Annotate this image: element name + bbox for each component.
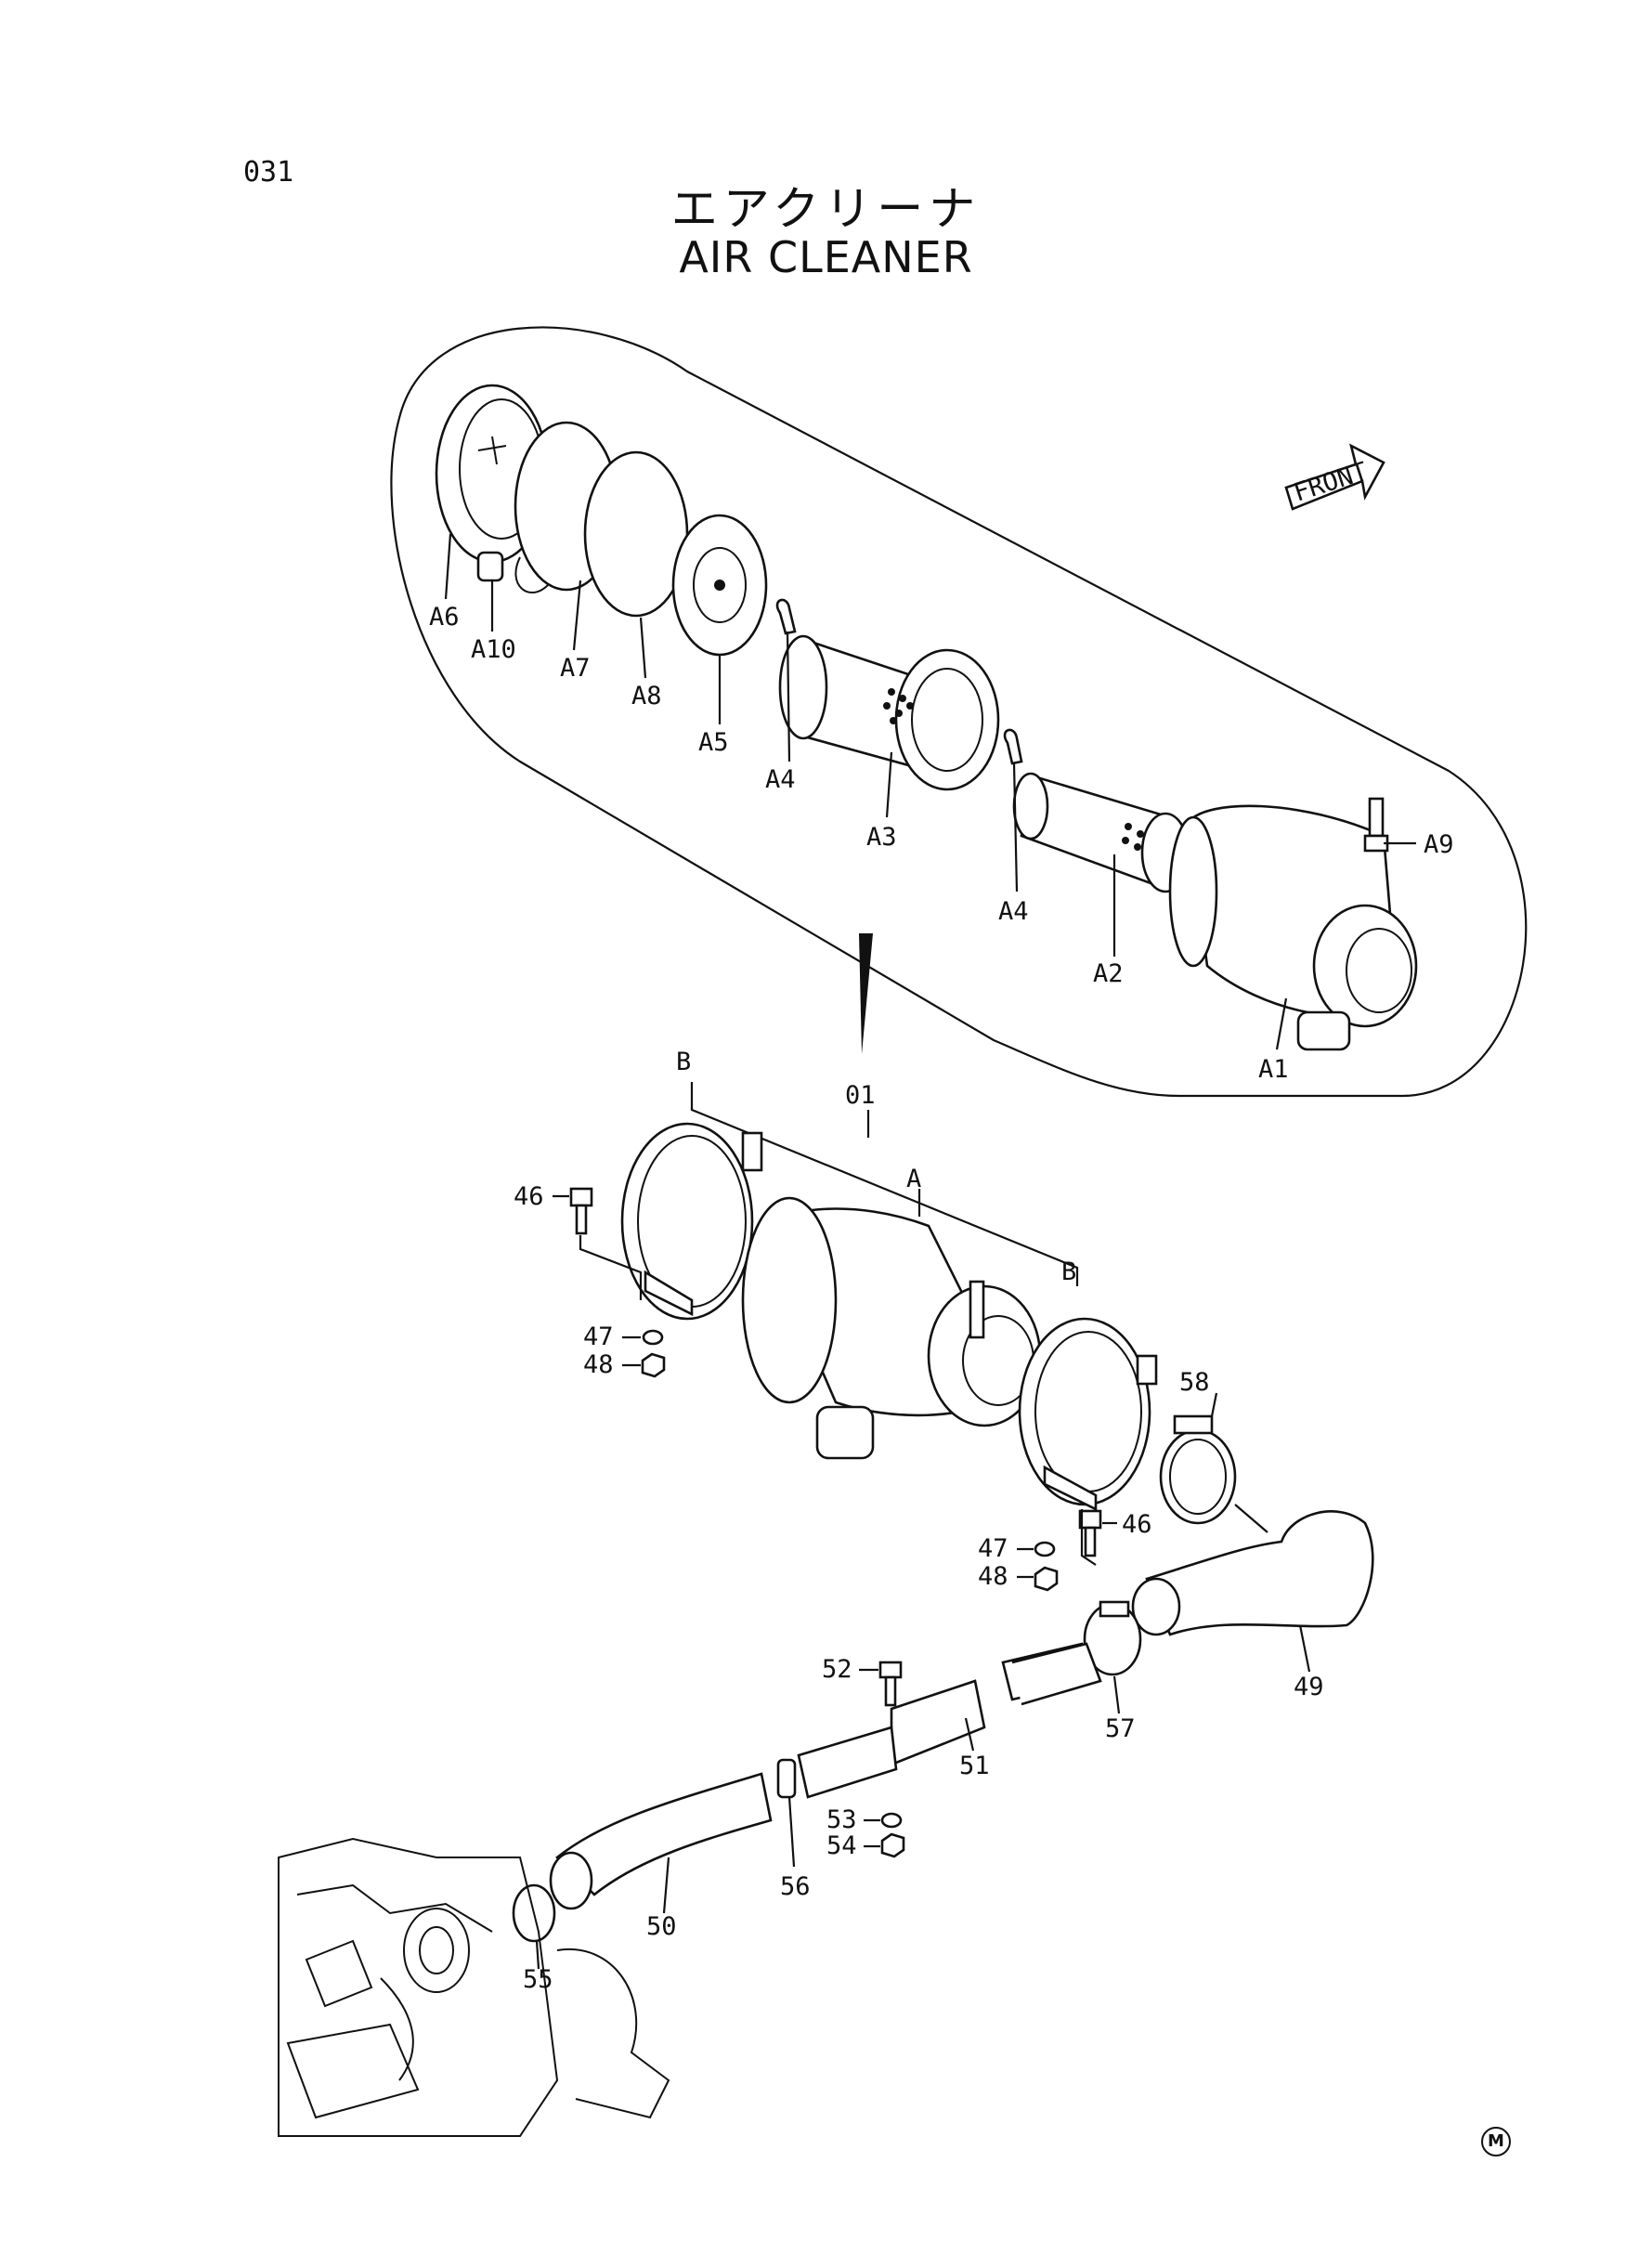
label-a9: A9 xyxy=(1424,830,1454,859)
bolt-46-left xyxy=(569,1187,593,1235)
label-47-left: 47 xyxy=(583,1322,614,1351)
label-57: 57 xyxy=(1105,1714,1136,1743)
label-a7: A7 xyxy=(560,654,591,683)
label-group-b-right: B xyxy=(1061,1257,1076,1286)
leader-lines-upper xyxy=(444,533,1416,1050)
label-group-a: A xyxy=(906,1165,921,1193)
hose-clamp-58 xyxy=(1159,1414,1237,1525)
label-58: 58 xyxy=(1179,1368,1210,1397)
exploded-view-pointer xyxy=(859,933,873,1054)
outer-element-a3 xyxy=(778,634,1000,791)
inner-element-a2 xyxy=(1012,772,1190,893)
bolt-52 xyxy=(878,1661,903,1707)
label-a5: A5 xyxy=(698,728,729,757)
nut-54 xyxy=(880,1832,905,1858)
front-arrow: FRONT xyxy=(1284,443,1385,511)
label-54: 54 xyxy=(826,1831,857,1860)
wing-nut-a4-lower xyxy=(1003,728,1023,765)
hose-50 xyxy=(549,1772,773,1910)
air-cleaner-body-a1 xyxy=(1168,804,1418,1051)
label-a8: A8 xyxy=(631,682,662,710)
hose-clamp-57 xyxy=(1083,1600,1142,1676)
indicator-a9 xyxy=(1363,797,1389,853)
intake-pipe-51 xyxy=(797,1642,1102,1799)
label-47-right: 47 xyxy=(978,1534,1008,1563)
page-number: 031 xyxy=(243,156,294,189)
label-50: 50 xyxy=(646,1912,677,1941)
o-ring-a8 xyxy=(583,450,689,618)
label-46-right: 46 xyxy=(1122,1510,1152,1539)
label-49: 49 xyxy=(1294,1673,1324,1701)
washer-47-right xyxy=(1034,1541,1056,1557)
label-48-right: 48 xyxy=(978,1562,1008,1591)
title-japanese: エアクリーナ xyxy=(670,182,982,236)
footer-mark: M xyxy=(1481,2127,1511,2156)
exploded-view-outline xyxy=(390,326,1528,1098)
label-a6: A6 xyxy=(429,603,460,632)
label-53: 53 xyxy=(826,1805,857,1834)
label-52: 52 xyxy=(822,1655,852,1684)
label-56: 56 xyxy=(780,1872,811,1901)
bolt-46-right xyxy=(1078,1509,1102,1557)
label-48-left: 48 xyxy=(583,1350,614,1379)
washer-47-left xyxy=(642,1329,664,1346)
label-46-left: 46 xyxy=(514,1182,544,1211)
title-english: AIR CLEANER xyxy=(679,232,973,282)
mounting-band-b-left xyxy=(620,1122,763,1321)
label-a1: A1 xyxy=(1258,1055,1289,1084)
nut-48-left xyxy=(641,1352,666,1378)
dust-valve-a10 xyxy=(476,551,504,582)
air-cleaner-assembly-a xyxy=(741,1196,1042,1460)
group-brackets xyxy=(690,1082,1079,1286)
front-label: FRONT xyxy=(1291,457,1372,508)
label-55: 55 xyxy=(523,1965,553,1994)
nut-48-right xyxy=(1034,1566,1059,1592)
mounting-band-b-right xyxy=(1018,1317,1158,1512)
clamp-56 xyxy=(776,1758,797,1799)
washer-53 xyxy=(880,1812,903,1829)
baffle-a5 xyxy=(671,514,768,657)
label-a3: A3 xyxy=(866,823,897,852)
elbow-hose-49 xyxy=(1131,1510,1374,1636)
label-group-b-left: B xyxy=(676,1048,691,1076)
hardware-leaders xyxy=(553,1194,1117,1579)
wing-nut-a4-upper xyxy=(775,598,797,635)
engine-sketch xyxy=(278,1837,670,2137)
label-51: 51 xyxy=(959,1752,990,1780)
label-group-01: 01 xyxy=(845,1081,876,1110)
label-a10: A10 xyxy=(471,635,516,664)
label-a4-lower: A4 xyxy=(998,897,1029,926)
label-a4-upper: A4 xyxy=(765,765,796,794)
label-a2: A2 xyxy=(1093,959,1124,988)
